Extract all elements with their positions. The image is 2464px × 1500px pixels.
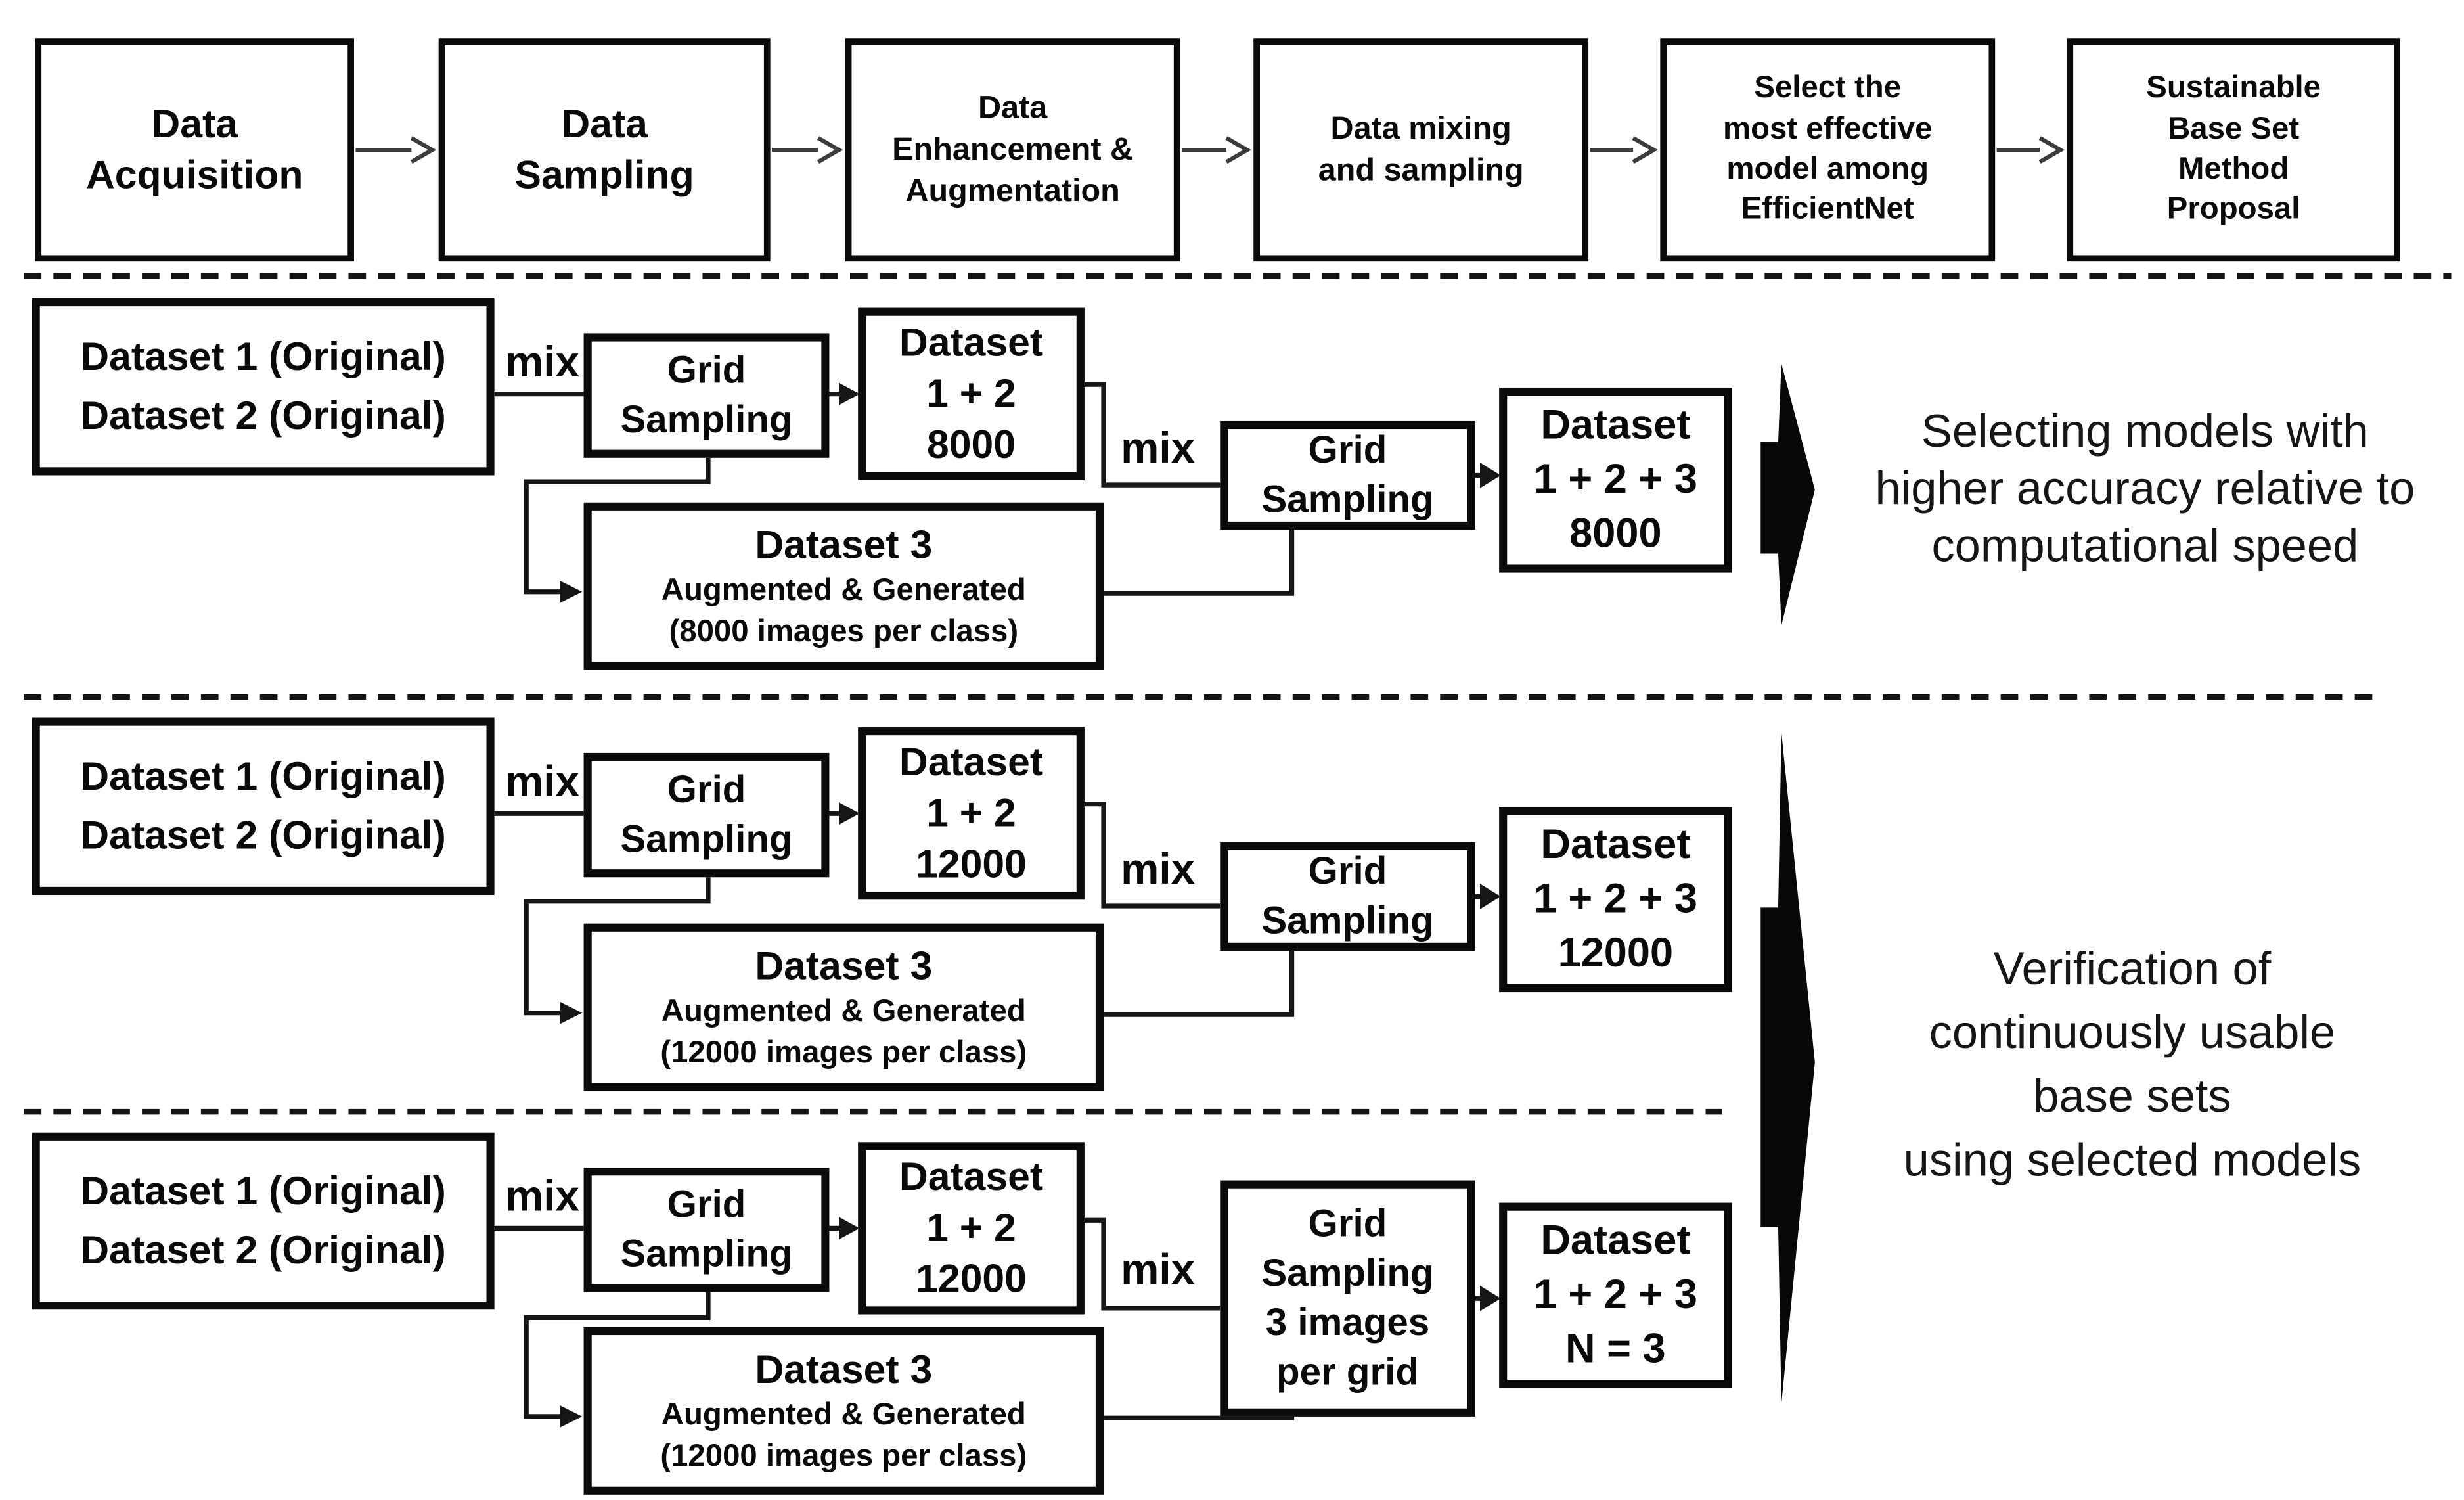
flow-arrow-icon (1181, 136, 1251, 164)
arrowhead-icon (560, 1001, 583, 1024)
dataset3-count: (8000 images per class) (669, 613, 1019, 648)
mix-label: mix (1121, 844, 1196, 893)
dataset3-count: (12000 images per class) (660, 1438, 1027, 1474)
grid-sampling-box: Grid Sampling (583, 333, 830, 458)
dataset-source-box: Dataset 1 (Original) Dataset 2 (Original… (32, 298, 495, 476)
pipeline-step-box: Select the most effective model among Ef… (1660, 38, 1996, 262)
block-arrow-icon (1760, 732, 1815, 1404)
dataset3-subtitle: Augmented & Generated (661, 993, 1026, 1028)
arrowhead-icon (1479, 1285, 1501, 1311)
flow-arrow-icon (1590, 136, 1658, 164)
mix-label: mix (504, 756, 579, 805)
flow-arrow-icon (1996, 136, 2065, 164)
result-dataset-box: Dataset 1 + 2 + 3 8000 (1499, 387, 1732, 573)
mix-label: mix (504, 337, 579, 386)
annotation-verification: Verification of continuously usable base… (1903, 944, 2362, 1187)
connector-grid-to-dataset3 (524, 457, 711, 595)
merged-dataset-box: Dataset 1 + 2 12000 (858, 727, 1085, 900)
arrowhead-icon (839, 1217, 860, 1240)
pipeline-step-box: Data Enhancement & Augmentation (845, 38, 1180, 262)
pipeline-step-box: Data Sampling (438, 38, 771, 262)
flow-arrow-icon (355, 136, 437, 164)
connector-grid-to-dataset3 (524, 1292, 711, 1419)
arrowhead-icon (1479, 884, 1501, 909)
result-dataset-box: Dataset 1 + 2 + 3 12000 (1499, 807, 1732, 993)
mix-label: mix (504, 1171, 579, 1220)
merged-dataset-box: Dataset 1 + 2 8000 (858, 307, 1085, 480)
pipeline-step-box: Sustainable Base Set Method Proposal (2067, 38, 2400, 262)
arrowhead-icon (839, 382, 860, 405)
arrowhead-icon (560, 580, 583, 603)
pipeline-step-box: Data mixing and sampling (1253, 38, 1589, 262)
dataset3-count: (12000 images per class) (660, 1034, 1027, 1070)
annotation-model-selection: Selecting models with higher accuracy re… (1875, 407, 2415, 573)
merged-dataset-box: Dataset 1 + 2 12000 (858, 1142, 1085, 1315)
mix-label: mix (1121, 1244, 1196, 1293)
section2-connectors (494, 801, 1482, 1017)
dataset3-subtitle: Augmented & Generated (661, 572, 1026, 607)
arrowhead-icon (1479, 463, 1501, 488)
dataset-source-box: Dataset 1 (Original) Dataset 2 (Original… (32, 1132, 495, 1310)
dataset3-box: Dataset 3 Augmented & Generated (12000 i… (583, 923, 1104, 1091)
grid-sampling-2-box: Grid Sampling (1220, 420, 1475, 530)
mix-label: mix (1121, 423, 1196, 472)
dataset3-box: Dataset 3 Augmented & Generated (8000 im… (583, 502, 1104, 670)
arrowhead-icon (560, 1405, 583, 1428)
connector-merged-to-grid2 (1084, 801, 1221, 909)
grid-sampling-box: Grid Sampling (583, 752, 830, 878)
dataset3-title: Dataset 3 (755, 522, 933, 568)
dataset3-title: Dataset 3 (755, 1347, 933, 1392)
connector-dataset3-to-grid2 (1104, 949, 1295, 1017)
connector-grid-to-dataset3 (524, 877, 711, 1016)
grid-sampling-2-box: Grid Sampling (1220, 842, 1475, 951)
grid-sampling-2-box: Grid Sampling 3 images per grid (1220, 1180, 1475, 1417)
pipeline-step-box: Data Acquisition (35, 38, 354, 262)
result-dataset-box: Dataset 1 + 2 + 3 N = 3 (1499, 1202, 1732, 1388)
flow-arrow-icon (772, 136, 843, 164)
dataset3-box: Dataset 3 Augmented & Generated (12000 i… (583, 1327, 1104, 1495)
connector-merged-to-grid2 (1084, 382, 1221, 488)
connector-merged-to-grid2 (1084, 1217, 1221, 1311)
arrowhead-icon (839, 802, 860, 825)
grid-sampling-box: Grid Sampling (583, 1168, 830, 1292)
block-arrow-icon (1760, 363, 1815, 625)
dataset3-subtitle: Augmented & Generated (661, 1396, 1026, 1432)
connector-dataset3-to-grid2 (1104, 528, 1295, 596)
dataset-source-box: Dataset 1 (Original) Dataset 2 (Original… (32, 717, 495, 895)
dataset3-title: Dataset 3 (755, 943, 933, 989)
